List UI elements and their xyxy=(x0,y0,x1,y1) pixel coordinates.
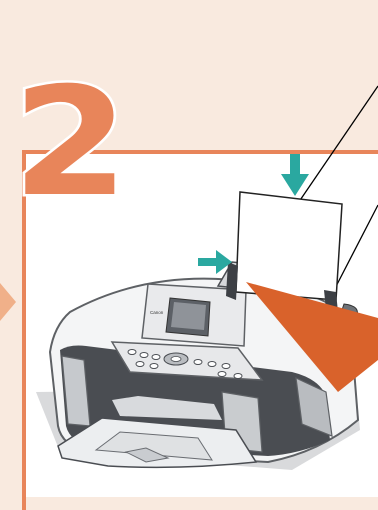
brand-label: Canon xyxy=(150,310,164,315)
left-paper-guide xyxy=(226,262,238,300)
lcd-glare xyxy=(171,302,206,330)
step-frame xyxy=(22,150,378,510)
right-edge-panel xyxy=(295,376,333,437)
step-number: 2 xyxy=(9,56,132,230)
output-tray-extension xyxy=(94,431,213,461)
next-step-arrow-icon xyxy=(0,283,16,321)
callout-line-paper xyxy=(291,85,378,213)
instruction-page: 2 xyxy=(0,56,378,510)
tray-handle xyxy=(124,447,170,463)
right-arrow-icon xyxy=(198,250,232,274)
paper-sheet xyxy=(235,191,343,301)
printer-illustration: Canon xyxy=(36,85,378,470)
callout-line-guide xyxy=(329,204,378,299)
callout-wedge xyxy=(246,282,378,392)
down-arrow-icon xyxy=(281,154,309,196)
inner-tray xyxy=(112,396,222,420)
